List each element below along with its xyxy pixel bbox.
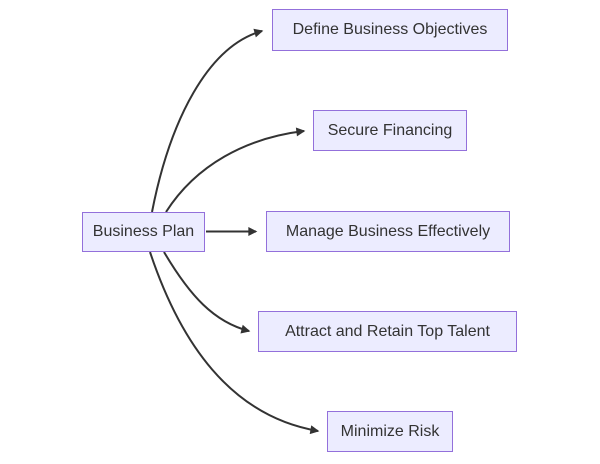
- node-minimize-risk: Minimize Risk: [327, 411, 453, 452]
- node-business-plan: Business Plan: [82, 212, 205, 252]
- node-manage-business-effectively: Manage Business Effectively: [266, 211, 510, 252]
- node-define-business-objectives: Define Business Objectives: [272, 9, 508, 51]
- edge-business-plan-to-secure-financing: [165, 127, 306, 213]
- edge-business-plan-to-attract-and-retain-top-talent: [163, 251, 251, 334]
- node-minimize-risk-label: Minimize Risk: [340, 422, 440, 440]
- node-attract-and-retain-top-talent-label: Attract and Retain Top Talent: [285, 322, 490, 340]
- node-secure-financing-label: Secure Financing: [327, 121, 453, 139]
- node-secure-financing: Secure Financing: [313, 110, 467, 151]
- node-manage-business-effectively-label: Manage Business Effectively: [285, 222, 491, 240]
- edge-business-plan-to-define-business-objectives: [151, 28, 264, 213]
- edge-business-plan-to-minimize-risk: [149, 251, 320, 435]
- node-business-plan-label: Business Plan: [92, 223, 195, 241]
- node-attract-and-retain-top-talent: Attract and Retain Top Talent: [258, 311, 517, 352]
- node-define-business-objectives-label: Define Business Objectives: [292, 21, 488, 39]
